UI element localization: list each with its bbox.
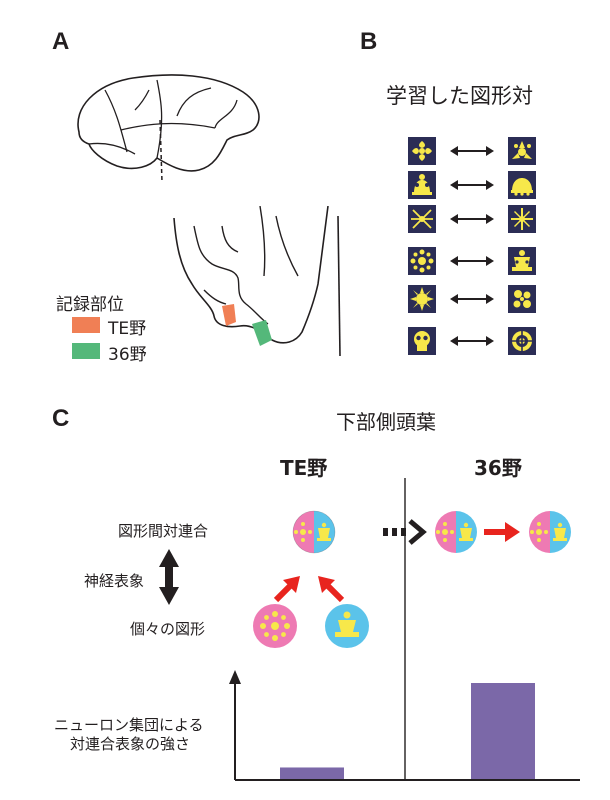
area36-paired-representation-strong-icon bbox=[529, 511, 571, 553]
te-single-shape-blue-icon bbox=[325, 604, 369, 648]
double-arrow-icon bbox=[450, 294, 494, 304]
shape-pair-row bbox=[408, 285, 536, 315]
red-arrow-horizontal-icon bbox=[484, 522, 520, 542]
te-single-shape-pink-icon bbox=[253, 604, 297, 648]
double-arrow-icon bbox=[450, 180, 494, 190]
monkey-brain-lateral-view bbox=[77, 74, 260, 183]
wheel-shape-icon bbox=[508, 327, 536, 355]
shape-pair-row bbox=[408, 327, 536, 357]
column-header-36: 36野 bbox=[474, 456, 522, 480]
column-header-te: TE野 bbox=[280, 456, 328, 480]
te-paired-representation-icon bbox=[292, 510, 336, 554]
legend-swatch-36 bbox=[72, 343, 100, 359]
skull-shape-icon bbox=[408, 327, 436, 355]
legend-label-te: TE野 bbox=[108, 319, 147, 339]
double-arrow-icon bbox=[450, 146, 494, 156]
shape-pair-row bbox=[408, 205, 536, 235]
legend-swatch-te bbox=[72, 317, 100, 333]
row-label-single: 個々の図形 bbox=[130, 620, 206, 638]
double-arrow-icon bbox=[450, 214, 494, 224]
bar-te bbox=[280, 767, 344, 779]
area36-paired-representation-icon bbox=[435, 511, 477, 553]
shape-pair-row bbox=[408, 171, 536, 201]
bar-area36 bbox=[471, 683, 535, 779]
panel-label-a: A bbox=[52, 28, 70, 55]
star-burst-shape-icon bbox=[508, 205, 536, 233]
triskelion-shape-icon bbox=[508, 137, 536, 165]
shape-pair-row bbox=[408, 247, 536, 277]
double-arrow-icon bbox=[450, 256, 494, 266]
flower-shape-icon bbox=[408, 247, 436, 275]
cup-shape-icon bbox=[508, 247, 536, 275]
legend-label-36: 36野 bbox=[108, 345, 147, 365]
cluster-shape-icon bbox=[508, 285, 536, 313]
y-axis-label-line2: 対連合表象の強さ bbox=[70, 735, 191, 753]
row-label-representation: 神経表象 bbox=[84, 572, 145, 590]
red-arrow-left-icon bbox=[273, 576, 300, 603]
panel-b-title: 学習した図形対 bbox=[386, 84, 533, 108]
red-arrow-right-icon bbox=[318, 576, 345, 603]
double-arrow-icon bbox=[450, 336, 494, 346]
spiked-ball-shape-icon bbox=[408, 285, 436, 313]
dashed-arrow-icon bbox=[383, 519, 427, 545]
panel-label-b: B bbox=[360, 28, 378, 55]
x-tendril-shape-icon bbox=[408, 205, 436, 233]
y-axis-label-line1: ニューロン集団による bbox=[54, 716, 204, 734]
dome-shape-icon bbox=[508, 171, 536, 199]
panel-c-title: 下部側頭葉 bbox=[336, 410, 436, 434]
bell-shape-icon bbox=[408, 171, 436, 199]
row-label-pair: 図形間対連合 bbox=[118, 522, 209, 540]
brain-coronal-section bbox=[173, 206, 341, 356]
vertical-double-arrow-icon bbox=[159, 549, 179, 605]
legend-title: 記録部位 bbox=[56, 295, 124, 315]
shape-pair-row bbox=[408, 137, 536, 167]
chart-axes bbox=[229, 670, 580, 781]
panel-label-c: C bbox=[52, 405, 70, 432]
clover-shape-icon bbox=[408, 137, 436, 165]
